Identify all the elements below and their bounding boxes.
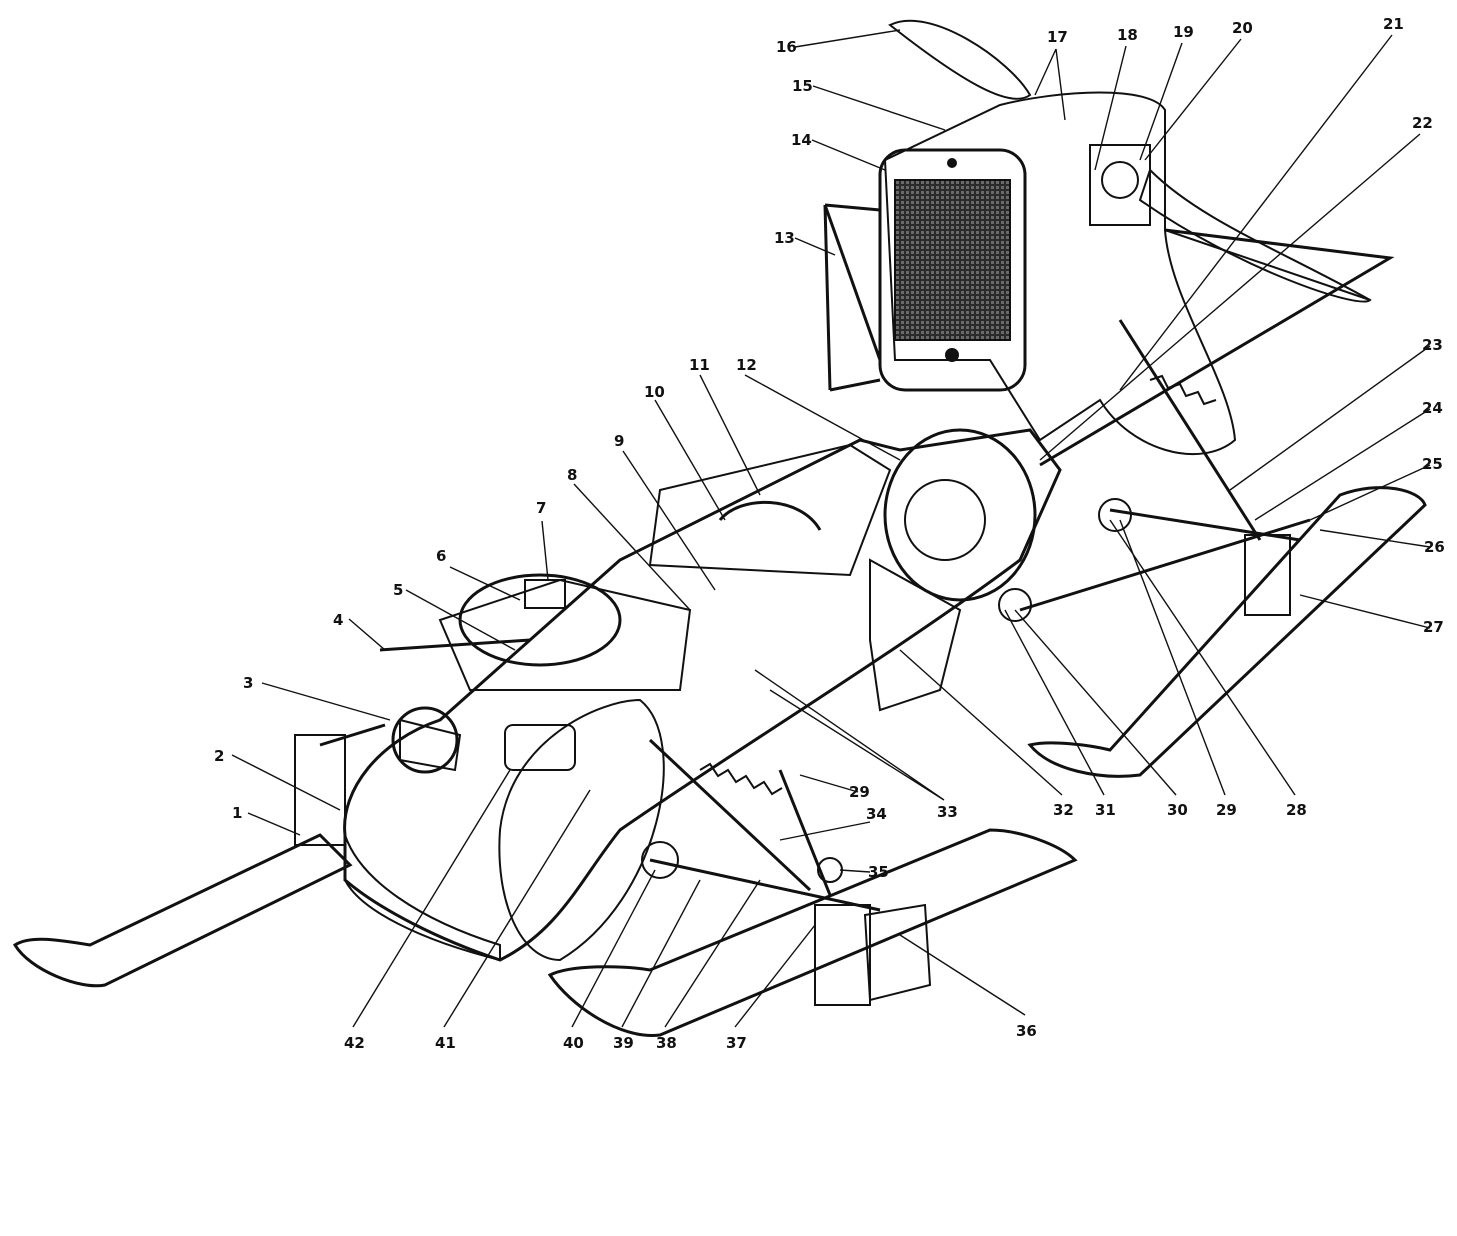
callout-8: 8 (567, 466, 577, 484)
callout-4: 4 (333, 611, 343, 629)
cowl-window (1089, 144, 1151, 226)
callout-17: 17 (1047, 28, 1068, 46)
flywheel-housing (869, 428, 1037, 712)
callout-26: 26 (1424, 538, 1445, 556)
steering-wheel (458, 573, 622, 667)
callout-16: 16 (776, 38, 797, 56)
callout-13: 13 (774, 229, 795, 247)
callout-5: 5 (393, 581, 403, 599)
callout-6: 6 (436, 547, 446, 565)
callout-10: 10 (644, 383, 665, 401)
callout-20: 20 (1232, 19, 1253, 37)
callout-28: 28 (1286, 801, 1307, 819)
callout-29-front: 29 (849, 783, 870, 801)
callout-39: 39 (613, 1034, 634, 1052)
radiator-drain (945, 348, 959, 362)
callout-14: 14 (791, 131, 812, 149)
callout-3: 3 (243, 674, 253, 692)
rear-suspension (998, 319, 1311, 622)
left-ski-pillar (294, 734, 346, 846)
rear-ski (1027, 486, 1427, 778)
callout-1: 1 (232, 804, 242, 822)
rear-ski-pillar (1244, 534, 1291, 616)
callout-40: 40 (563, 1034, 584, 1052)
steering-column (524, 579, 566, 609)
callout-38: 38 (656, 1034, 677, 1052)
callout-31: 31 (1095, 801, 1116, 819)
engine-cowling (883, 91, 1237, 455)
callout-2: 2 (214, 747, 224, 765)
hull (343, 428, 1062, 962)
callout-21: 21 (1383, 15, 1404, 33)
right-front-ski (547, 828, 1078, 1037)
cockpit (379, 443, 892, 691)
left-front-ski (12, 723, 386, 988)
callout-37: 37 (726, 1034, 747, 1052)
callout-27: 27 (1423, 618, 1444, 636)
radiator (878, 148, 1027, 392)
callout-numbers: 1 2 3 4 5 6 7 8 9 10 11 12 13 14 15 16 1… (214, 15, 1445, 1052)
callout-12: 12 (736, 356, 757, 374)
callout-35: 35 (868, 863, 889, 881)
callout-23: 23 (1422, 336, 1443, 354)
control-lever (379, 638, 531, 652)
headlight (391, 706, 462, 774)
callout-18: 18 (1117, 26, 1138, 44)
callout-25: 25 (1422, 455, 1443, 473)
callout-41: 41 (435, 1034, 456, 1052)
front-suspension (641, 738, 881, 912)
callout-36: 36 (1016, 1022, 1037, 1040)
callout-42: 42 (344, 1034, 365, 1052)
callout-33: 33 (937, 803, 958, 821)
callout-7: 7 (536, 499, 546, 517)
callout-32: 32 (1053, 801, 1074, 819)
callout-30: 30 (1167, 801, 1188, 819)
callout-leaders (231, 29, 1431, 1028)
callout-11: 11 (689, 356, 710, 374)
side-fairing (498, 698, 665, 962)
callout-34: 34 (866, 805, 887, 823)
radiator-cap (947, 158, 957, 168)
callout-9: 9 (614, 432, 624, 450)
callout-24: 24 (1422, 399, 1443, 417)
engine-detail (1101, 161, 1139, 199)
callout-15: 15 (792, 77, 813, 95)
right-ski-pillar (814, 904, 871, 1006)
callout-29-rear: 29 (1216, 801, 1237, 819)
fuel-tank (504, 724, 576, 771)
callout-22: 22 (1412, 114, 1433, 132)
rear-steering-wheel (718, 500, 822, 531)
aerosled-illustration (12, 19, 1427, 1037)
callout-19: 19 (1173, 23, 1194, 41)
